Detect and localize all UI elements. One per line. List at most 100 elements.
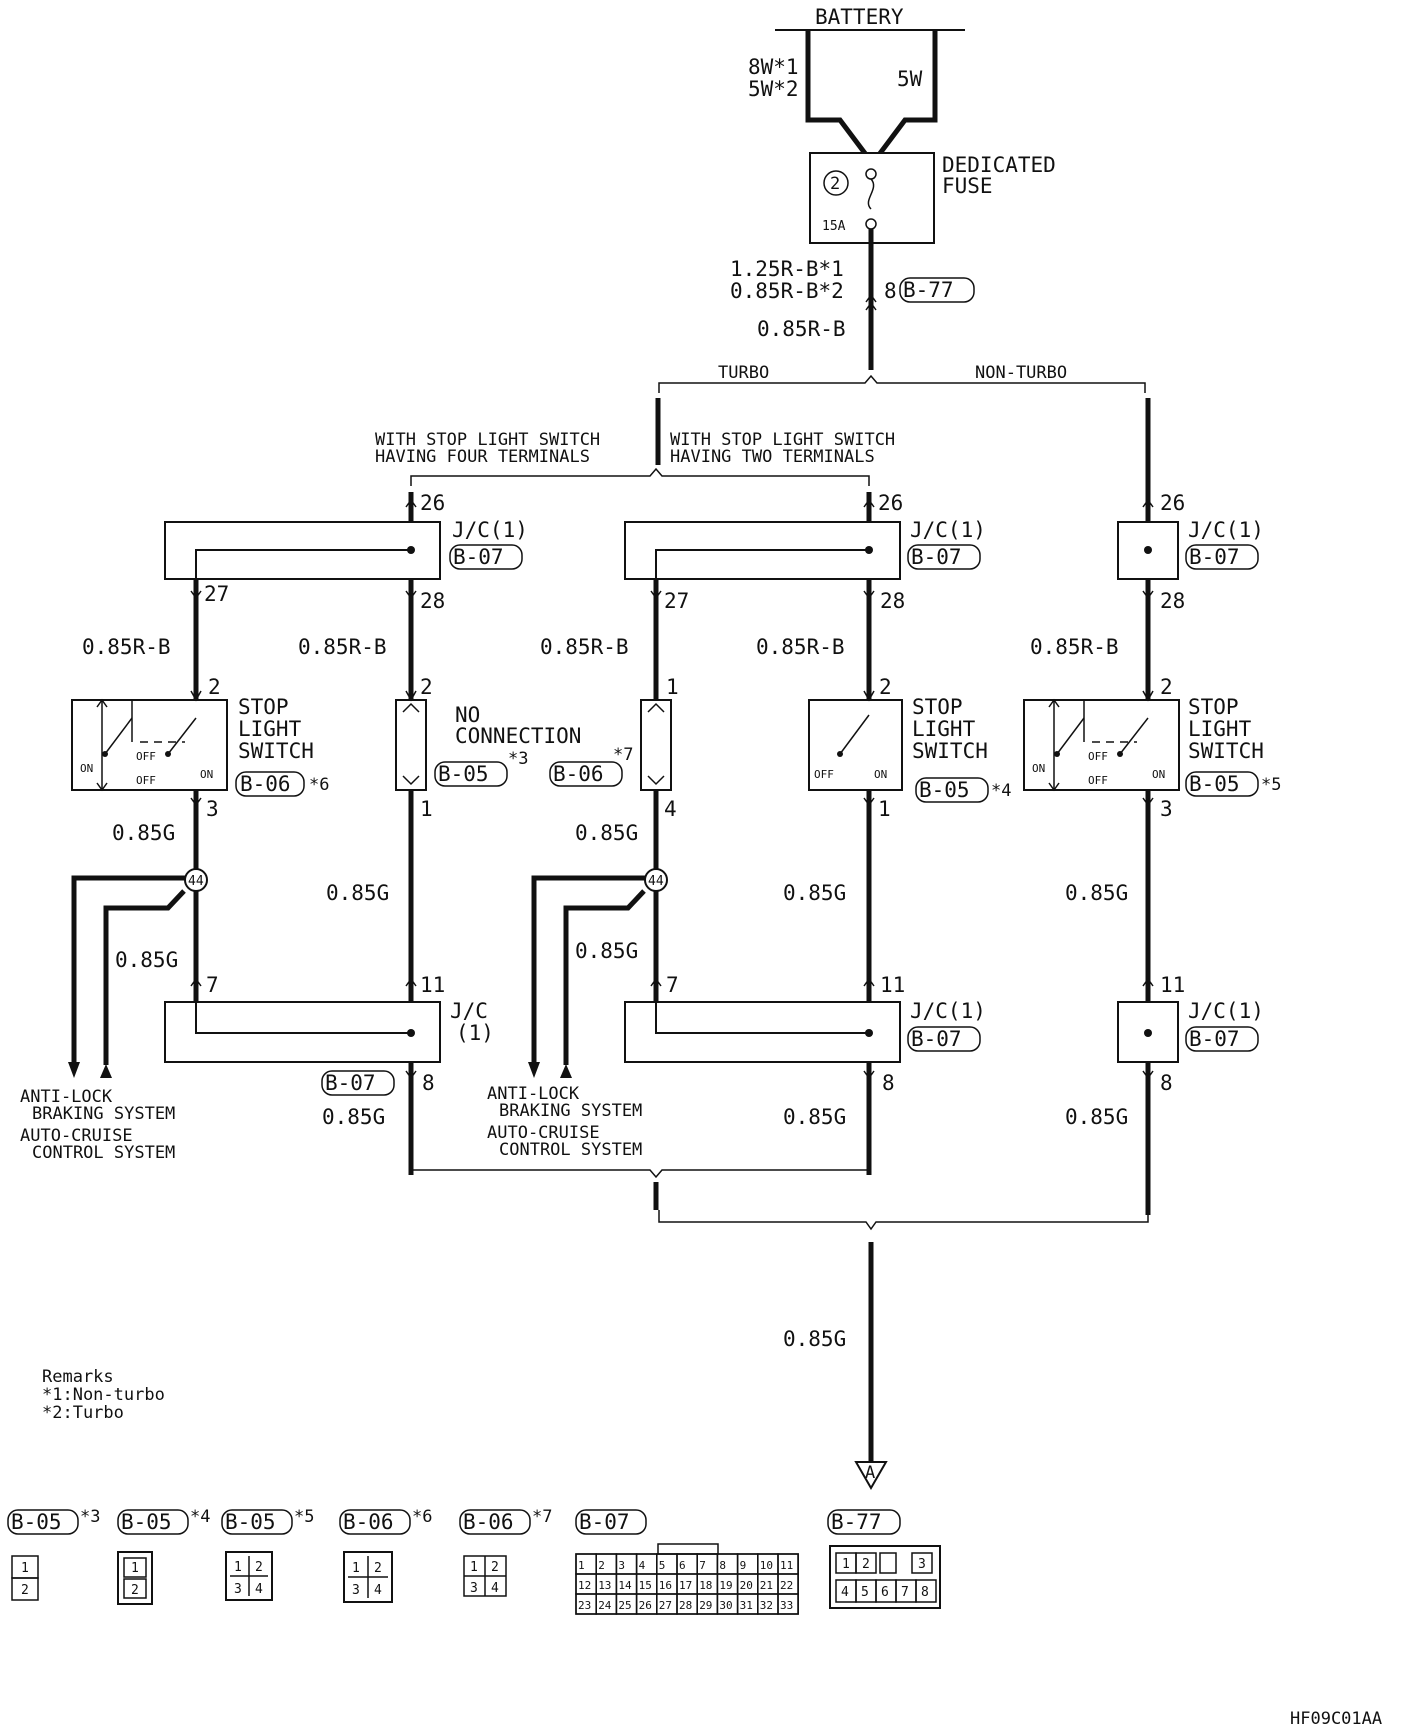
fuse-number: 2	[830, 174, 840, 194]
c3-switch-connector: B-05	[1189, 772, 1240, 796]
merge-section: 0.85G A	[410, 1160, 1149, 1491]
c1-wire-g-c: 0.85G	[326, 881, 389, 905]
b07-pin-cell	[777, 1593, 799, 1615]
c1-pin-11: 11	[420, 973, 445, 997]
c1-switch-off-a: OFF	[136, 750, 156, 763]
c2-pin-11: 11	[880, 973, 905, 997]
c3-switch-off-b: OFF	[1088, 774, 1108, 787]
battery-section: BATTERY 8W*1 5W*2 5W	[748, 5, 965, 162]
figure-id: HF09C01AA	[1290, 1709, 1382, 1729]
b07-pin-label: 16	[659, 1579, 672, 1592]
b07-pin-label: 27	[659, 1599, 672, 1612]
cv2-note: *4	[190, 1507, 210, 1527]
c2-switch-title-2: LIGHT	[912, 717, 976, 741]
c2-sys-4: CONTROL SYSTEM	[499, 1140, 642, 1160]
feed-connector: B-77	[903, 278, 954, 302]
c3-wire-g-a: 0.85G	[1065, 881, 1128, 905]
c3-jc-connector: B-07	[1189, 545, 1240, 569]
c3-pin-28: 28	[1160, 589, 1185, 613]
battery-wire-label-1: 8W*1	[748, 55, 799, 79]
c3-pin-26: 26	[1160, 491, 1185, 515]
c1-switch-title-3: SWITCH	[238, 739, 314, 763]
b07-pin-label: 2	[598, 1559, 605, 1572]
c2-switch-connector: B-05	[919, 778, 970, 802]
b77-empty-cavity	[879, 1552, 897, 1574]
b07-pin-label: 22	[780, 1579, 793, 1592]
c3-lower-jc-label: J/C(1)	[1188, 999, 1264, 1023]
c1-nc-connector: B-05	[438, 762, 489, 786]
fuse-title-2: FUSE	[942, 174, 993, 198]
c3-switch-on-right: ON	[1152, 768, 1165, 781]
c3-switch-title-3: SWITCH	[1188, 739, 1264, 763]
b77-pin-label: 5	[861, 1585, 869, 1600]
b07-pin-label: 30	[719, 1599, 732, 1612]
remarks-title: Remarks	[42, 1367, 114, 1387]
feed-wire-below: 0.85R-B	[757, 317, 846, 341]
c3-switch-pin-3: 3	[1160, 797, 1173, 821]
cv5-pin-4: 4	[491, 1581, 499, 1596]
b07-pin-label: 15	[639, 1579, 652, 1592]
c1-switch-pin-3: 3	[206, 797, 219, 821]
b07-pin-label: 13	[598, 1579, 611, 1592]
cv4-pin-1: 1	[352, 1561, 360, 1576]
cv3-pin-1: 1	[234, 1560, 242, 1575]
turbo-label: TURBO	[718, 363, 769, 383]
c1-wire-rb-left: 0.85R-B	[82, 635, 171, 659]
connector-view-b05-5: B-05 *5 1 2 3 4	[221, 1507, 314, 1601]
column-1-circuit: 26 J/C(1) B-07 27 28 0.85R-B 0.85R-B 2 O…	[20, 491, 581, 1175]
b77-pin-label: 6	[881, 1585, 889, 1600]
c1-lower-jc-a: J/C	[450, 999, 488, 1023]
b07-pin-label: 33	[780, 1599, 793, 1612]
cv3-note: *5	[294, 1507, 314, 1527]
c2-sys-2: BRAKING SYSTEM	[499, 1101, 642, 1121]
b07-pin-label: 10	[760, 1559, 773, 1572]
b07-pin-label: 25	[618, 1599, 631, 1612]
c1-pin-8: 8	[422, 1071, 435, 1095]
c2-switch-on: ON	[874, 768, 887, 781]
cv2-pin-2: 2	[131, 1583, 139, 1598]
c1-switch-on-right: ON	[200, 768, 213, 781]
c2-pin-26: 26	[878, 491, 903, 515]
c3-pin-8: 8	[1160, 1071, 1173, 1095]
c2-switch-pin-2: 2	[879, 675, 892, 699]
c1-pin-28: 28	[420, 589, 445, 613]
b07-pin-label: 18	[699, 1579, 712, 1592]
feed-wire-1: 1.25R-B*1	[730, 257, 844, 281]
b07-pin-label: 17	[679, 1579, 692, 1592]
b77-pin-label: 4	[841, 1585, 849, 1600]
cv3-pin-3: 3	[234, 1582, 242, 1597]
fuse-rating: 15A	[822, 219, 846, 234]
c1-junction: 44	[188, 874, 204, 889]
c1-switch-off-b: OFF	[136, 774, 156, 787]
c1-lower-jc-b: (1)	[456, 1021, 494, 1045]
cv7-label: B-77	[831, 1510, 882, 1534]
c1-switch-on-left: ON	[80, 762, 93, 775]
connector-views: B-05 *3 1 2 B-05 *4 1 2 B-05 *5 1	[7, 1507, 941, 1615]
cv6-label: B-07	[579, 1510, 630, 1534]
b07-pin-label: 7	[699, 1559, 706, 1572]
column-2-circuit: 26 J/C(1) B-07 27 28 0.85R-B 0.85R-B 1 B…	[487, 491, 1011, 1175]
c2-switch-note: *4	[991, 781, 1011, 801]
cv5-label: B-06	[463, 1510, 514, 1534]
b07-pin-label: 23	[578, 1599, 591, 1612]
b07-pin-label: 21	[760, 1579, 773, 1592]
c2-conn-note: *7	[613, 745, 633, 765]
b77-pin-cell	[855, 1552, 877, 1574]
b07-pin-label: 3	[618, 1559, 625, 1572]
connector-view-b05-3: B-05 *3 1 2	[7, 1507, 100, 1601]
battery-wire-label-2: 5W*2	[748, 77, 799, 101]
cv3-pin-4: 4	[255, 1582, 263, 1597]
c1-lower-jc-connector: B-07	[325, 1071, 376, 1095]
cv4-pin-2: 2	[374, 1561, 382, 1576]
c2-wire-rb-left: 0.85R-B	[540, 635, 629, 659]
b07-pin-label: 1	[578, 1559, 585, 1572]
fuse-title-1: DEDICATED	[942, 153, 1056, 177]
column-3-circuit: 26 J/C(1) B-07 28 0.85R-B 2 ON OFF OFF O…	[1023, 491, 1281, 1215]
b07-pin-label: 6	[679, 1559, 686, 1572]
no-connection-2: CONNECTION	[455, 724, 581, 748]
c3-wire-g-b: 0.85G	[1065, 1105, 1128, 1129]
cv2-pin-1: 1	[131, 1561, 139, 1576]
c3-switch-pin-2: 2	[1160, 675, 1173, 699]
b07-pin-label: 4	[639, 1559, 646, 1572]
